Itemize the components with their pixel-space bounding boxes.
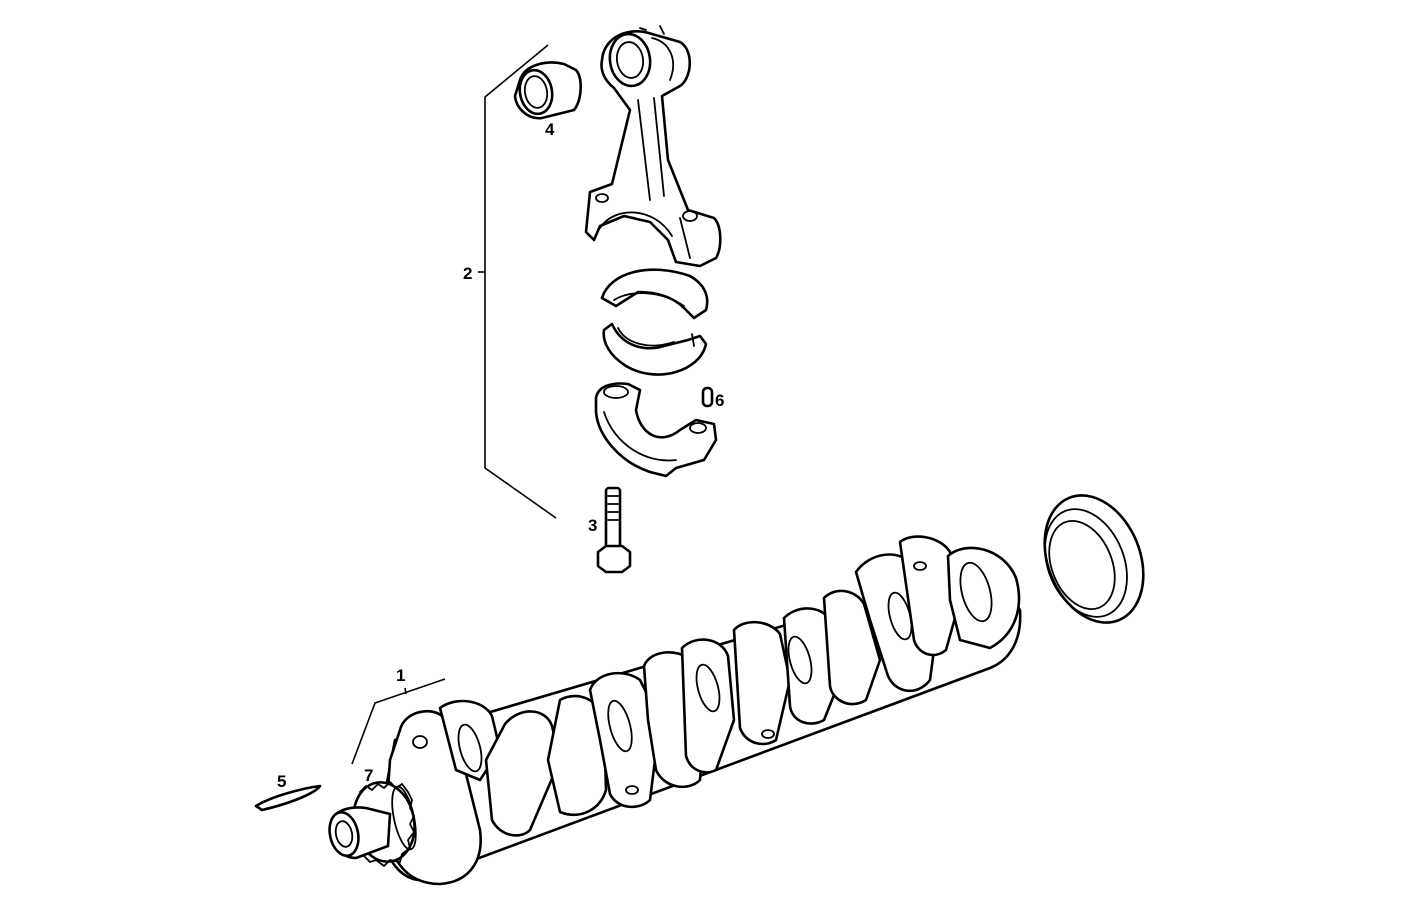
callout-7: 7 [364, 766, 373, 785]
crankshaft-part [378, 535, 1022, 886]
small-end-bushing-part [513, 61, 582, 120]
connecting-rod-bolt-part [596, 486, 632, 574]
callout-1: 1 [396, 666, 405, 685]
dowel-pin-part [701, 386, 714, 408]
rear-oil-seal-part [1043, 494, 1145, 624]
bearing-shells-part [600, 268, 709, 376]
callout-2: 2 [463, 264, 472, 283]
callout-5: 5 [277, 772, 286, 791]
callout-4: 4 [545, 120, 555, 139]
connecting-rod-cap-part [594, 382, 718, 478]
callout-3: 3 [588, 516, 597, 535]
connecting-rod-part [584, 25, 722, 268]
assembly-bracket-1 [351, 678, 446, 765]
callout-6: 6 [715, 391, 724, 410]
woodruff-key-part [254, 784, 322, 812]
assembly-bracket-2 [478, 44, 557, 519]
crankshaft-front-snout [328, 806, 392, 860]
